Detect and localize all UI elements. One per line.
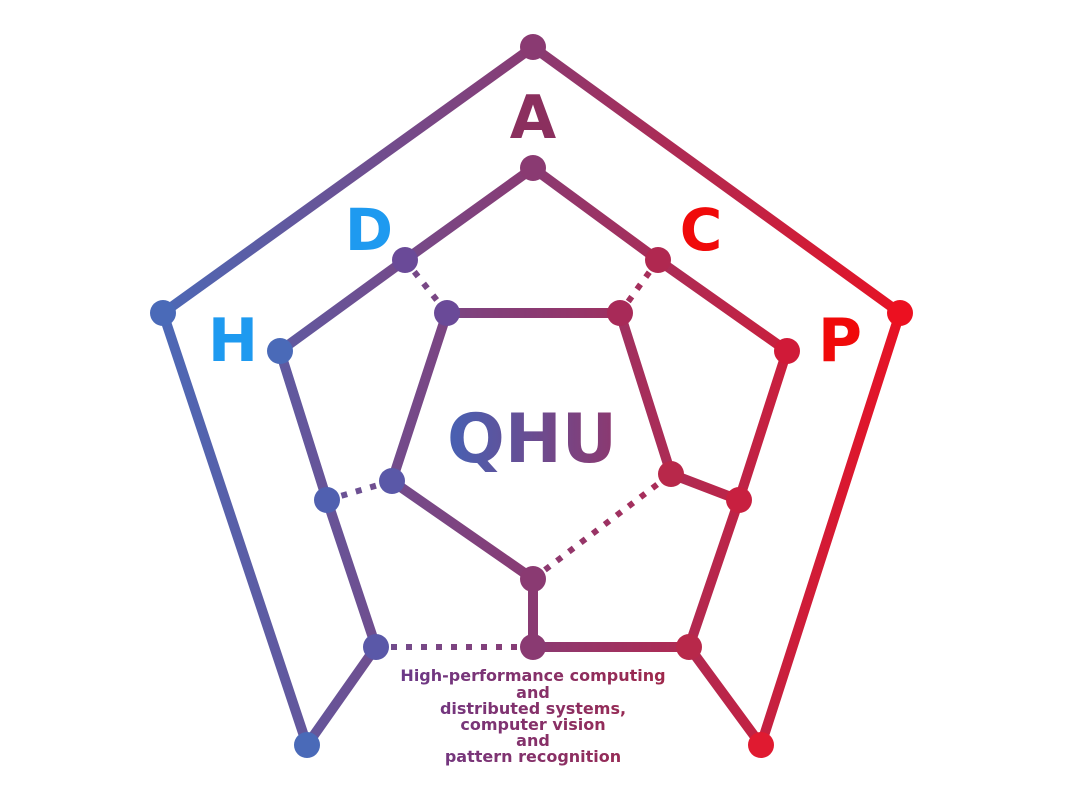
- caption: High-performance computing and distribut…: [400, 666, 665, 766]
- connector-bottom-right: [684, 642, 766, 750]
- node: [267, 338, 293, 364]
- node: [658, 461, 684, 487]
- caption-line: pattern recognition: [445, 747, 621, 766]
- node: [434, 300, 460, 326]
- node: [150, 300, 176, 326]
- node: [748, 732, 774, 758]
- node: [520, 566, 546, 592]
- node: [314, 487, 340, 513]
- node: [607, 300, 633, 326]
- inner-ring: [387, 308, 744, 652]
- graph-nodes: [150, 34, 913, 758]
- node: [676, 634, 702, 660]
- node: [726, 487, 752, 513]
- label-h: H: [208, 306, 258, 376]
- dotted-connectors: [326, 258, 742, 650]
- label-c: C: [680, 196, 723, 264]
- node: [774, 338, 800, 364]
- node: [887, 300, 913, 326]
- node: [363, 634, 389, 660]
- caption-line: High-performance computing: [400, 666, 665, 685]
- caption-line: computer vision: [460, 715, 605, 734]
- label-d: D: [345, 196, 393, 264]
- label-p: P: [818, 306, 862, 376]
- node: [520, 155, 546, 181]
- connector-bottom-left: [302, 642, 381, 750]
- node: [379, 468, 405, 494]
- node: [520, 634, 546, 660]
- node: [392, 247, 418, 273]
- caption-line: and: [516, 683, 550, 702]
- label-a: A: [510, 83, 557, 153]
- center-title: QHU: [447, 400, 617, 479]
- node: [645, 247, 671, 273]
- node: [520, 34, 546, 60]
- caption-line: distributed systems,: [440, 699, 626, 718]
- caption-line: and: [516, 731, 550, 750]
- node: [294, 732, 320, 758]
